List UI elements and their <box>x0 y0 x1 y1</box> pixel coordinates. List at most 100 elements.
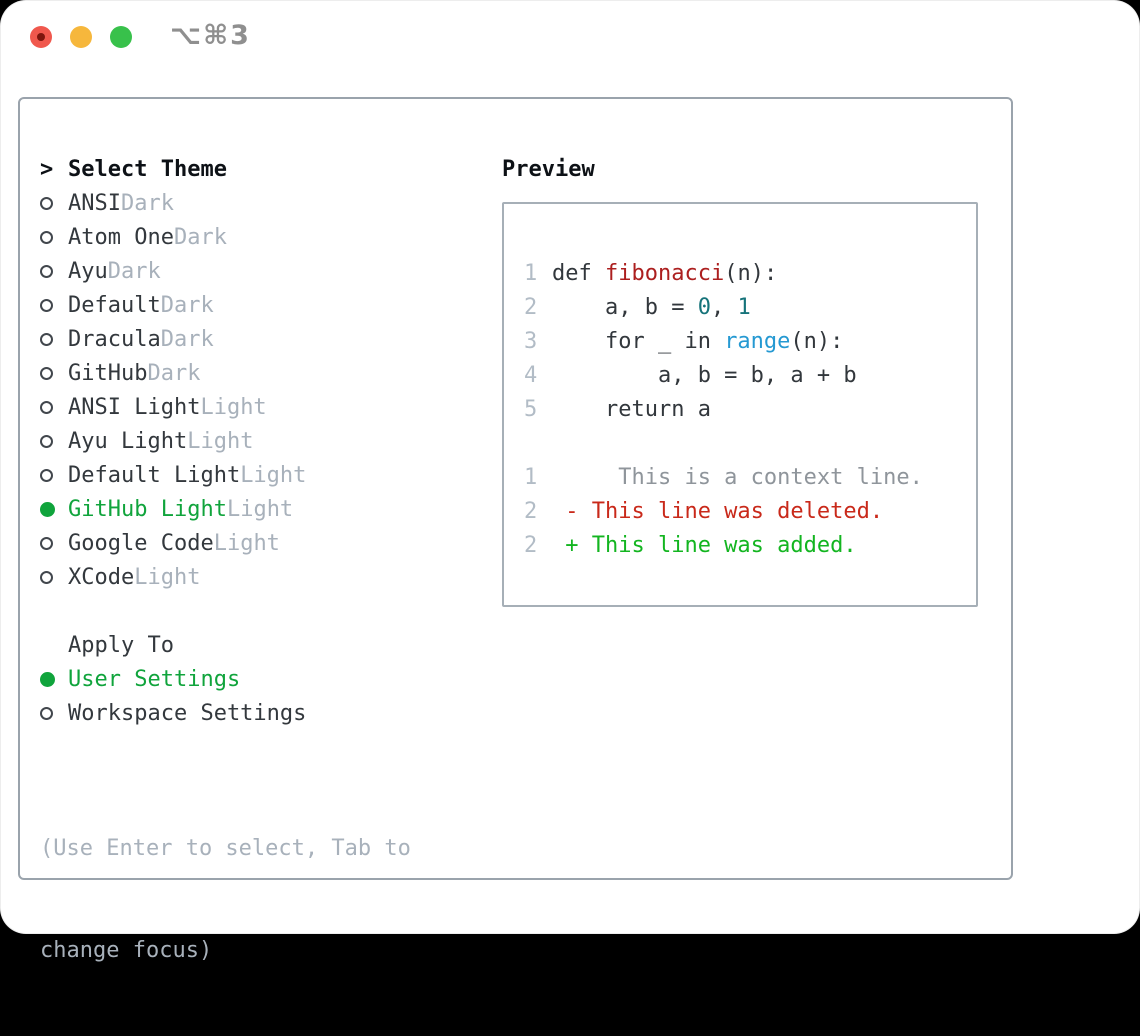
cursor-marker: > <box>40 157 68 182</box>
hint-line-2: change focus) <box>40 938 213 963</box>
apply-to-title: Apply To <box>68 632 174 658</box>
token-code: def <box>552 260 605 286</box>
token-del: - This line was deleted. <box>552 498 884 524</box>
circle-icon <box>40 536 53 550</box>
apply-option-user-settings[interactable]: User Settings <box>40 662 480 696</box>
item-label: Atom One <box>68 224 174 250</box>
token-code: (n): <box>790 328 844 354</box>
theme-item-ayu-light[interactable]: Ayu Light Light <box>40 424 480 458</box>
apply-to-header: Apply To <box>40 628 480 662</box>
line-number: 1 <box>524 464 538 490</box>
item-variant-label: Dark <box>173 224 227 250</box>
item-label: ANSI Light <box>68 394 201 420</box>
theme-item-ayu[interactable]: Ayu Dark <box>40 254 480 288</box>
keyboard-hint: (Use Enter to select, Tab to change focu… <box>40 764 480 1036</box>
line-number: 5 <box>524 396 538 422</box>
item-variant-label: Light <box>200 394 267 420</box>
apply-option-workspace-settings[interactable]: Workspace Settings <box>40 696 480 730</box>
token-num: 1 <box>737 294 751 320</box>
token-add: + This line was added. <box>552 532 857 558</box>
item-label: ANSI <box>68 190 121 216</box>
preview-line: 2 - This line was deleted. <box>524 494 976 528</box>
radio-icon <box>40 332 68 346</box>
token-num: 0 <box>697 294 711 320</box>
item-variant-label: Dark <box>107 258 161 284</box>
preview-line: 2 a, b = 0, 1 <box>524 290 976 324</box>
circle-icon <box>40 196 53 210</box>
circle-icon <box>40 706 53 720</box>
token-code: , <box>710 294 738 320</box>
item-variant-label: Light <box>226 496 294 522</box>
theme-item-ansi[interactable]: ANSI Dark <box>40 186 480 220</box>
radio-icon <box>40 366 68 380</box>
circle-icon <box>40 434 53 448</box>
item-variant-label: Light <box>213 530 280 556</box>
item-label: GitHub <box>68 360 148 386</box>
radio-icon <box>40 570 68 584</box>
item-variant-label: Dark <box>120 190 174 216</box>
circle-icon <box>40 230 53 244</box>
token-code: a, b = b, a + b <box>552 362 857 388</box>
circle-icon <box>40 468 53 482</box>
line-number: 1 <box>524 260 538 286</box>
item-label: GitHub Light <box>68 496 227 522</box>
theme-item-google-code[interactable]: Google Code Light <box>40 526 480 560</box>
close-button[interactable] <box>30 26 52 48</box>
radio-icon <box>40 434 68 448</box>
window-title: ⌥⌘3 <box>170 20 251 51</box>
token-code: return a <box>552 396 711 422</box>
radio-icon <box>40 298 68 312</box>
token-code: for _ in <box>552 328 725 354</box>
item-variant-label: Light <box>240 462 307 488</box>
item-label: Default <box>68 292 161 318</box>
radio-icon <box>40 230 68 244</box>
preview-line: 3 for _ in range(n): <box>524 324 976 358</box>
theme-item-xcode[interactable]: XCode Light <box>40 560 480 594</box>
line-number: 3 <box>524 328 538 354</box>
radio-icon <box>40 264 68 278</box>
minimize-button[interactable] <box>70 26 92 48</box>
token-ctx: This is a context line. <box>552 464 923 490</box>
radio-icon <box>40 706 68 720</box>
preview-line: 5 return a <box>524 392 976 426</box>
theme-item-github-light[interactable]: GitHub Light Light <box>40 492 480 526</box>
radio-icon <box>40 536 68 550</box>
radio-icon <box>40 468 68 482</box>
zoom-button[interactable] <box>110 26 132 48</box>
hint-line-1: (Use Enter to select, Tab to <box>40 836 411 861</box>
select-theme-title: Select Theme <box>68 156 227 182</box>
selected-radio-icon <box>40 671 68 687</box>
circle-icon <box>40 570 53 584</box>
item-label: Dracula <box>68 326 161 352</box>
theme-item-atom-one[interactable]: Atom One Dark <box>40 220 480 254</box>
title-bar: ⌥⌘3 <box>0 0 1140 74</box>
item-variant-label: Light <box>134 564 201 590</box>
circle-icon <box>40 264 53 278</box>
item-label: Ayu <box>68 258 108 284</box>
line-number: 2 <box>524 294 538 320</box>
item-variant-label: Dark <box>147 360 201 386</box>
traffic-lights <box>30 26 132 48</box>
preview-line: 4 a, b = b, a + b <box>524 358 976 392</box>
item-label: XCode <box>68 564 135 590</box>
preview-line: 1 This is a context line. <box>524 460 976 494</box>
circle-icon <box>40 366 53 380</box>
token-func: fibonacci <box>604 260 725 286</box>
select-theme-header: > Select Theme <box>40 152 480 186</box>
theme-item-dracula[interactable]: Dracula Dark <box>40 322 480 356</box>
theme-item-default-light[interactable]: Default Light Light <box>40 458 480 492</box>
blank-line <box>524 426 976 460</box>
circle-icon <box>40 400 53 414</box>
theme-item-github[interactable]: GitHub Dark <box>40 356 480 390</box>
theme-item-default[interactable]: Default Dark <box>40 288 480 322</box>
theme-item-ansi-light[interactable]: ANSI Light Light <box>40 390 480 424</box>
preview-line: 2 + This line was added. <box>524 528 976 562</box>
